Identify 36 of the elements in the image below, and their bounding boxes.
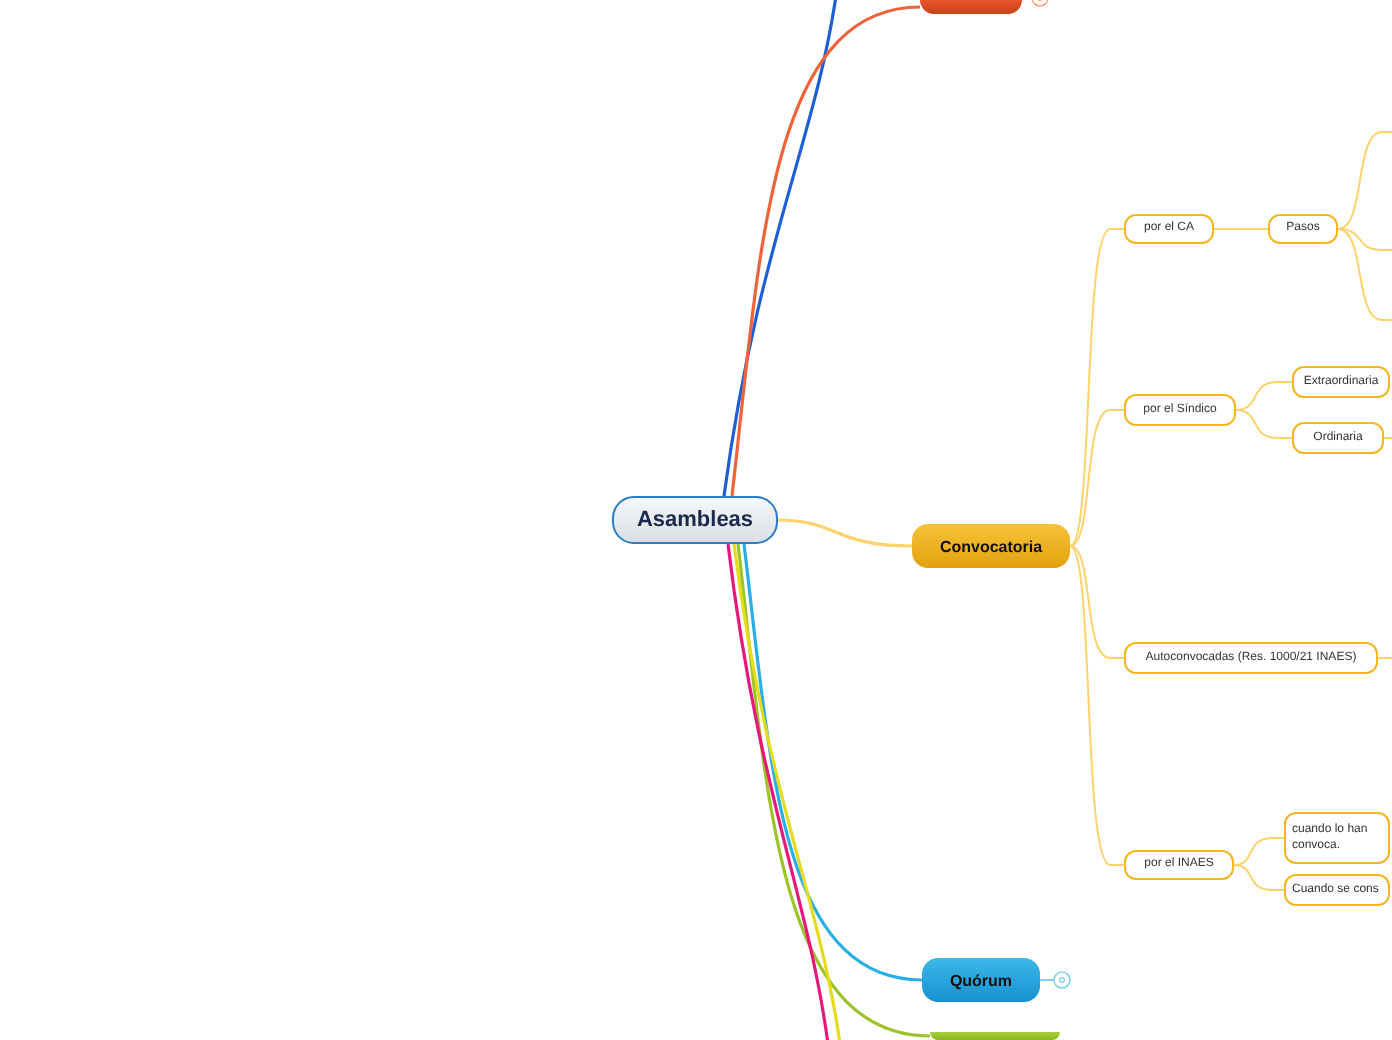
branch-line	[722, 0, 838, 497]
branch-line	[1233, 837, 1285, 866]
subtopic-box	[1124, 850, 1234, 880]
topic-box	[912, 524, 1070, 568]
subtopic-box	[1284, 812, 1390, 864]
topic-box	[930, 1032, 1060, 1040]
branch-line	[1337, 228, 1392, 251]
subtopic-box	[1292, 422, 1384, 454]
branch-line	[1337, 228, 1392, 321]
subtopic-box	[1284, 874, 1390, 906]
topic-label: Quórum	[949, 971, 1013, 989]
branch-line	[726, 543, 830, 1040]
subtopic-box	[1124, 394, 1236, 426]
branch-line	[1069, 409, 1125, 547]
branch-line	[1069, 545, 1125, 866]
branch-line	[777, 518, 913, 548]
branch-line	[1235, 409, 1293, 439]
topic-box	[922, 958, 1040, 1002]
branch-line	[1069, 545, 1125, 659]
branch-line	[1233, 864, 1285, 891]
branch-line	[1213, 228, 1269, 230]
topic-box	[920, 0, 1022, 14]
topic-label: Convocatoria	[939, 537, 1043, 555]
branch-line	[736, 543, 931, 1038]
branch-line	[742, 543, 923, 982]
branch-line	[1069, 228, 1125, 547]
central-topic	[612, 496, 778, 544]
subtopic-box	[1292, 366, 1390, 398]
subtopic-box	[1124, 642, 1378, 674]
branch-line	[1235, 381, 1293, 411]
subtopic-box	[1124, 214, 1214, 244]
branch-line	[730, 5, 921, 497]
subtopic-box	[1268, 214, 1338, 244]
topic-label: Asambleas	[636, 508, 754, 532]
branch-line	[1337, 131, 1392, 230]
branch-line	[732, 543, 842, 1040]
